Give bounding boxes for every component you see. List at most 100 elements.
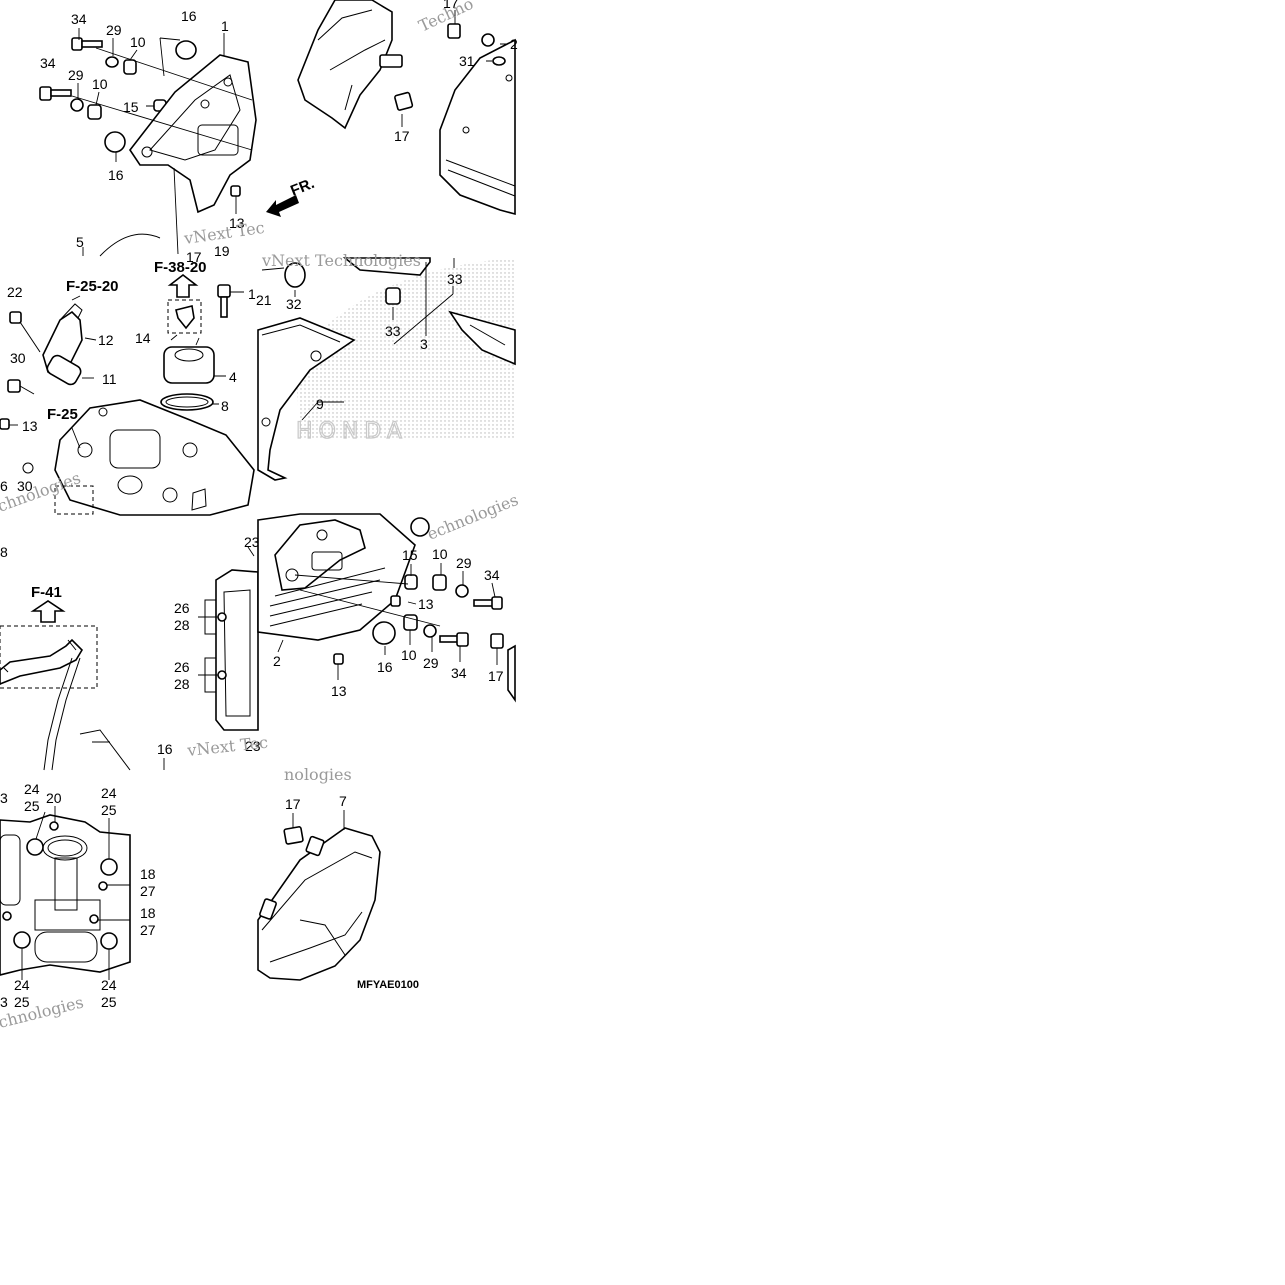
callout-33: 33 [385,323,401,339]
callout-10: 10 [92,76,108,92]
callout-12: 12 [98,332,114,348]
callout-17: 17 [186,249,202,265]
callout-6: 6 [0,478,8,494]
callout-23: 23 [245,738,261,754]
clip-nut-icon [447,23,461,39]
reference-f-25-20[interactable]: F-25-20 [66,278,119,295]
grommet-icon [175,40,197,60]
callout-24: 24 [24,781,40,797]
thermostat-housing-icon [163,346,215,384]
callout-29: 29 [456,555,472,571]
callout-7: 7 [339,793,347,809]
callout-26: 26 [174,659,190,675]
bolt-icon [217,284,231,318]
callout-30: 30 [10,350,26,366]
grommet-icon [372,621,396,645]
panel-emblem: HONDA 21 32 33 33 3 9 vNext Technologies [256,251,516,481]
nut-icon [333,653,344,665]
callout-28: 28 [174,676,190,692]
callout-19: 19 [214,243,230,259]
cover-icon [297,0,393,130]
callout-22: 22 [7,284,23,300]
watermark-text: chnologies [0,992,85,1031]
callout-27: 27 [140,922,156,938]
callout-11: 11 [102,371,117,387]
o-ring-icon [160,393,214,411]
callout-10: 10 [432,546,448,562]
nut-icon [123,59,137,75]
callout-28: 28 [174,617,190,633]
callout-34: 34 [484,567,500,583]
bolt-icon [39,86,72,101]
nut-icon [404,574,418,590]
reference-f-41[interactable]: F-41 [31,584,62,601]
washer-icon [455,584,469,598]
callout-17: 17 [488,668,504,684]
panel-manifold: 3 24 25 20 24 25 18 27 18 27 24 25 24 25… [0,781,156,1032]
callout-16: 16 [157,741,173,757]
reference-arrow-icon [30,600,66,623]
callout-13: 13 [331,683,347,699]
bolt-icon [481,33,495,47]
watermark-text: vNext Tec [185,733,268,760]
callout-33: 33 [447,271,463,287]
panel-bracket-left: 34 29 10 16 1 34 29 10 15 16 13 5 17 19 … [39,8,266,265]
bolt-icon [71,37,103,51]
callout-17: 17 [443,0,459,11]
watermark-text: echnologies [424,490,521,544]
watermark-text: vNext Technologies [261,251,421,270]
honda-brand-mark: HONDA [296,419,408,444]
grommet-icon [385,287,401,305]
callout-18: 18 [140,905,156,921]
callout-26: 26 [174,600,190,616]
callout-16: 16 [377,659,393,675]
callout-1: 1 [221,18,229,34]
callout-30: 30 [17,478,33,494]
callout-29: 29 [106,22,122,38]
reference-f-25[interactable]: F-25 [47,406,78,423]
water-pipe-icon [0,638,84,685]
callout-29: 29 [68,67,84,83]
callout-23: 23 [244,534,260,550]
callout-29: 29 [423,655,439,671]
callout-5: 5 [76,234,84,250]
washer-icon [492,56,506,66]
nut-icon [87,104,102,120]
nut-icon [403,614,418,631]
front-direction-label: FR. [288,175,317,200]
ring-icon [284,262,306,288]
callout-18: 18 [140,866,156,882]
callout-27: 27 [140,883,156,899]
callout-13: 13 [418,596,434,612]
callout-34: 34 [451,665,467,681]
cylinder-cover-icon [439,38,516,216]
callout-8: 8 [221,398,229,414]
callout-25: 25 [101,802,117,818]
washer-icon [70,98,84,112]
nut-icon [390,595,401,607]
callout-14: 14 [135,330,151,346]
callout-3: 3 [0,790,8,806]
callout-13: 13 [22,418,38,434]
callout-25: 25 [24,798,40,814]
callout-25: 25 [101,994,117,1010]
reference-arrow-icon [167,273,199,298]
callout-3: 3 [420,336,428,352]
callout-8: 8 [0,544,8,560]
panel-bracket-right: 15 10 29 34 13 2 16 10 29 34 17 13 echno… [257,490,521,784]
cylinder-head-icon [54,399,255,516]
reference-f-38-20[interactable]: F-38-20 [154,259,207,276]
panel-water-pipe: 8 F-41 23 26 28 26 28 23 16 vNext Tec [0,534,269,771]
washer-icon [105,56,119,68]
callout-24: 24 [14,977,30,993]
front-direction-arrow: FR. [266,175,317,217]
callout-17: 17 [285,796,301,812]
nut-icon [432,574,447,591]
callout-1: 1 [248,286,256,302]
clip-nut-icon [283,826,304,845]
diagram-code: MFYAE0100 [357,979,419,991]
watermark-text: nologies [284,765,352,784]
callout-21: 21 [256,292,272,308]
panel-cover-top: 17 17 31 2 Techno [297,0,518,216]
